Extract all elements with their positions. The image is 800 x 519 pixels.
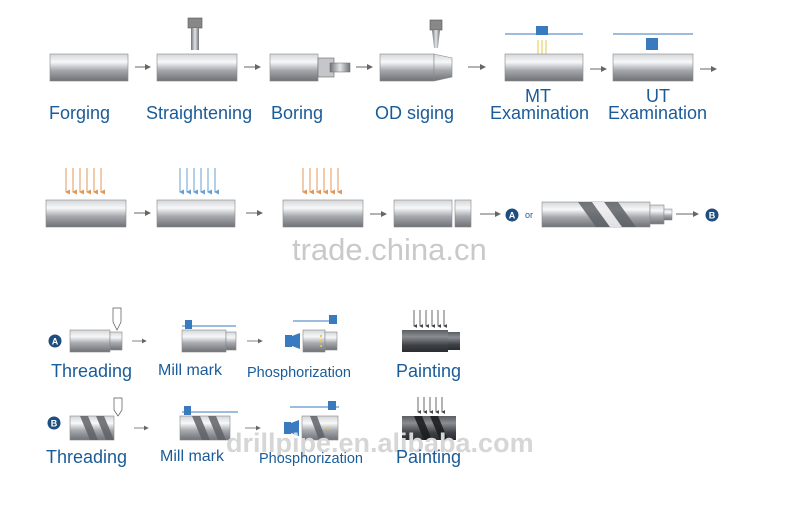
label-ut-examination: Examination xyxy=(608,103,708,123)
threading-b-icon xyxy=(69,397,123,441)
pipe-temper xyxy=(282,199,364,228)
heat-arrows-orange xyxy=(65,168,105,195)
pipe-forging xyxy=(49,53,129,82)
label-ut: UT xyxy=(646,86,670,106)
od-tool-icon xyxy=(429,19,443,48)
label-painting-b: Painting xyxy=(396,447,462,467)
row-a-badge: A xyxy=(48,334,62,348)
pipe-ut xyxy=(612,53,694,82)
phosphorization-a-icon xyxy=(285,315,338,353)
pipe-mt xyxy=(504,53,584,82)
boring-tool-icon xyxy=(317,57,351,78)
row-b-badge: B xyxy=(47,416,61,430)
label-od-siging: OD siging xyxy=(375,103,455,123)
painting-b-icon xyxy=(402,397,456,440)
pipe-cut-right xyxy=(454,199,472,228)
badge-a: A xyxy=(505,208,519,222)
badge-b: B xyxy=(705,208,719,222)
svg-text:B: B xyxy=(51,419,58,429)
label-mill-mark-b: Mill mark xyxy=(160,448,224,465)
label-forging: Forging xyxy=(49,103,111,123)
mill-mark-a-icon xyxy=(181,320,237,353)
phosphorization-b-icon xyxy=(284,401,339,441)
svg-text:A: A xyxy=(52,337,59,347)
temper-arrows-orange xyxy=(302,168,342,195)
label-mt-examination: Examination xyxy=(490,103,590,123)
mt-probe-icon xyxy=(505,26,583,54)
straightening-press-icon xyxy=(187,17,203,50)
pipe-straightening xyxy=(156,53,238,82)
od-cone xyxy=(433,53,453,82)
label-mill-mark-a: Mill mark xyxy=(158,362,222,379)
svg-text:B: B xyxy=(709,211,716,221)
painting-a-icon xyxy=(402,310,460,352)
cool-arrows-blue xyxy=(179,168,219,195)
pipe-od xyxy=(379,53,435,82)
label-straightening: Straightening xyxy=(146,103,253,123)
label-boring: Boring xyxy=(271,103,324,123)
or-label: or xyxy=(525,210,533,220)
pipe-boring xyxy=(269,53,319,82)
spiral-pipe xyxy=(541,201,673,228)
label-threading-a: Threading xyxy=(51,361,133,381)
pipe-heat1 xyxy=(45,199,127,228)
mill-mark-b-icon xyxy=(179,406,238,441)
label-painting-a: Painting xyxy=(396,361,462,381)
watermark-drillpipe: drillpipe.en.alibaba.com xyxy=(226,428,534,458)
watermark-trade-china: trade.china.cn xyxy=(292,232,487,267)
label-phosphorization-a: Phosphorization xyxy=(247,365,351,381)
label-threading-b: Threading xyxy=(46,447,128,467)
label-phosphorization-b: Phosphorization xyxy=(259,451,363,467)
pipe-cut-left xyxy=(393,199,453,228)
pipe-quench xyxy=(156,199,236,228)
label-mt: MT xyxy=(525,86,551,106)
svg-text:A: A xyxy=(509,211,516,221)
threading-a-icon xyxy=(69,307,123,353)
